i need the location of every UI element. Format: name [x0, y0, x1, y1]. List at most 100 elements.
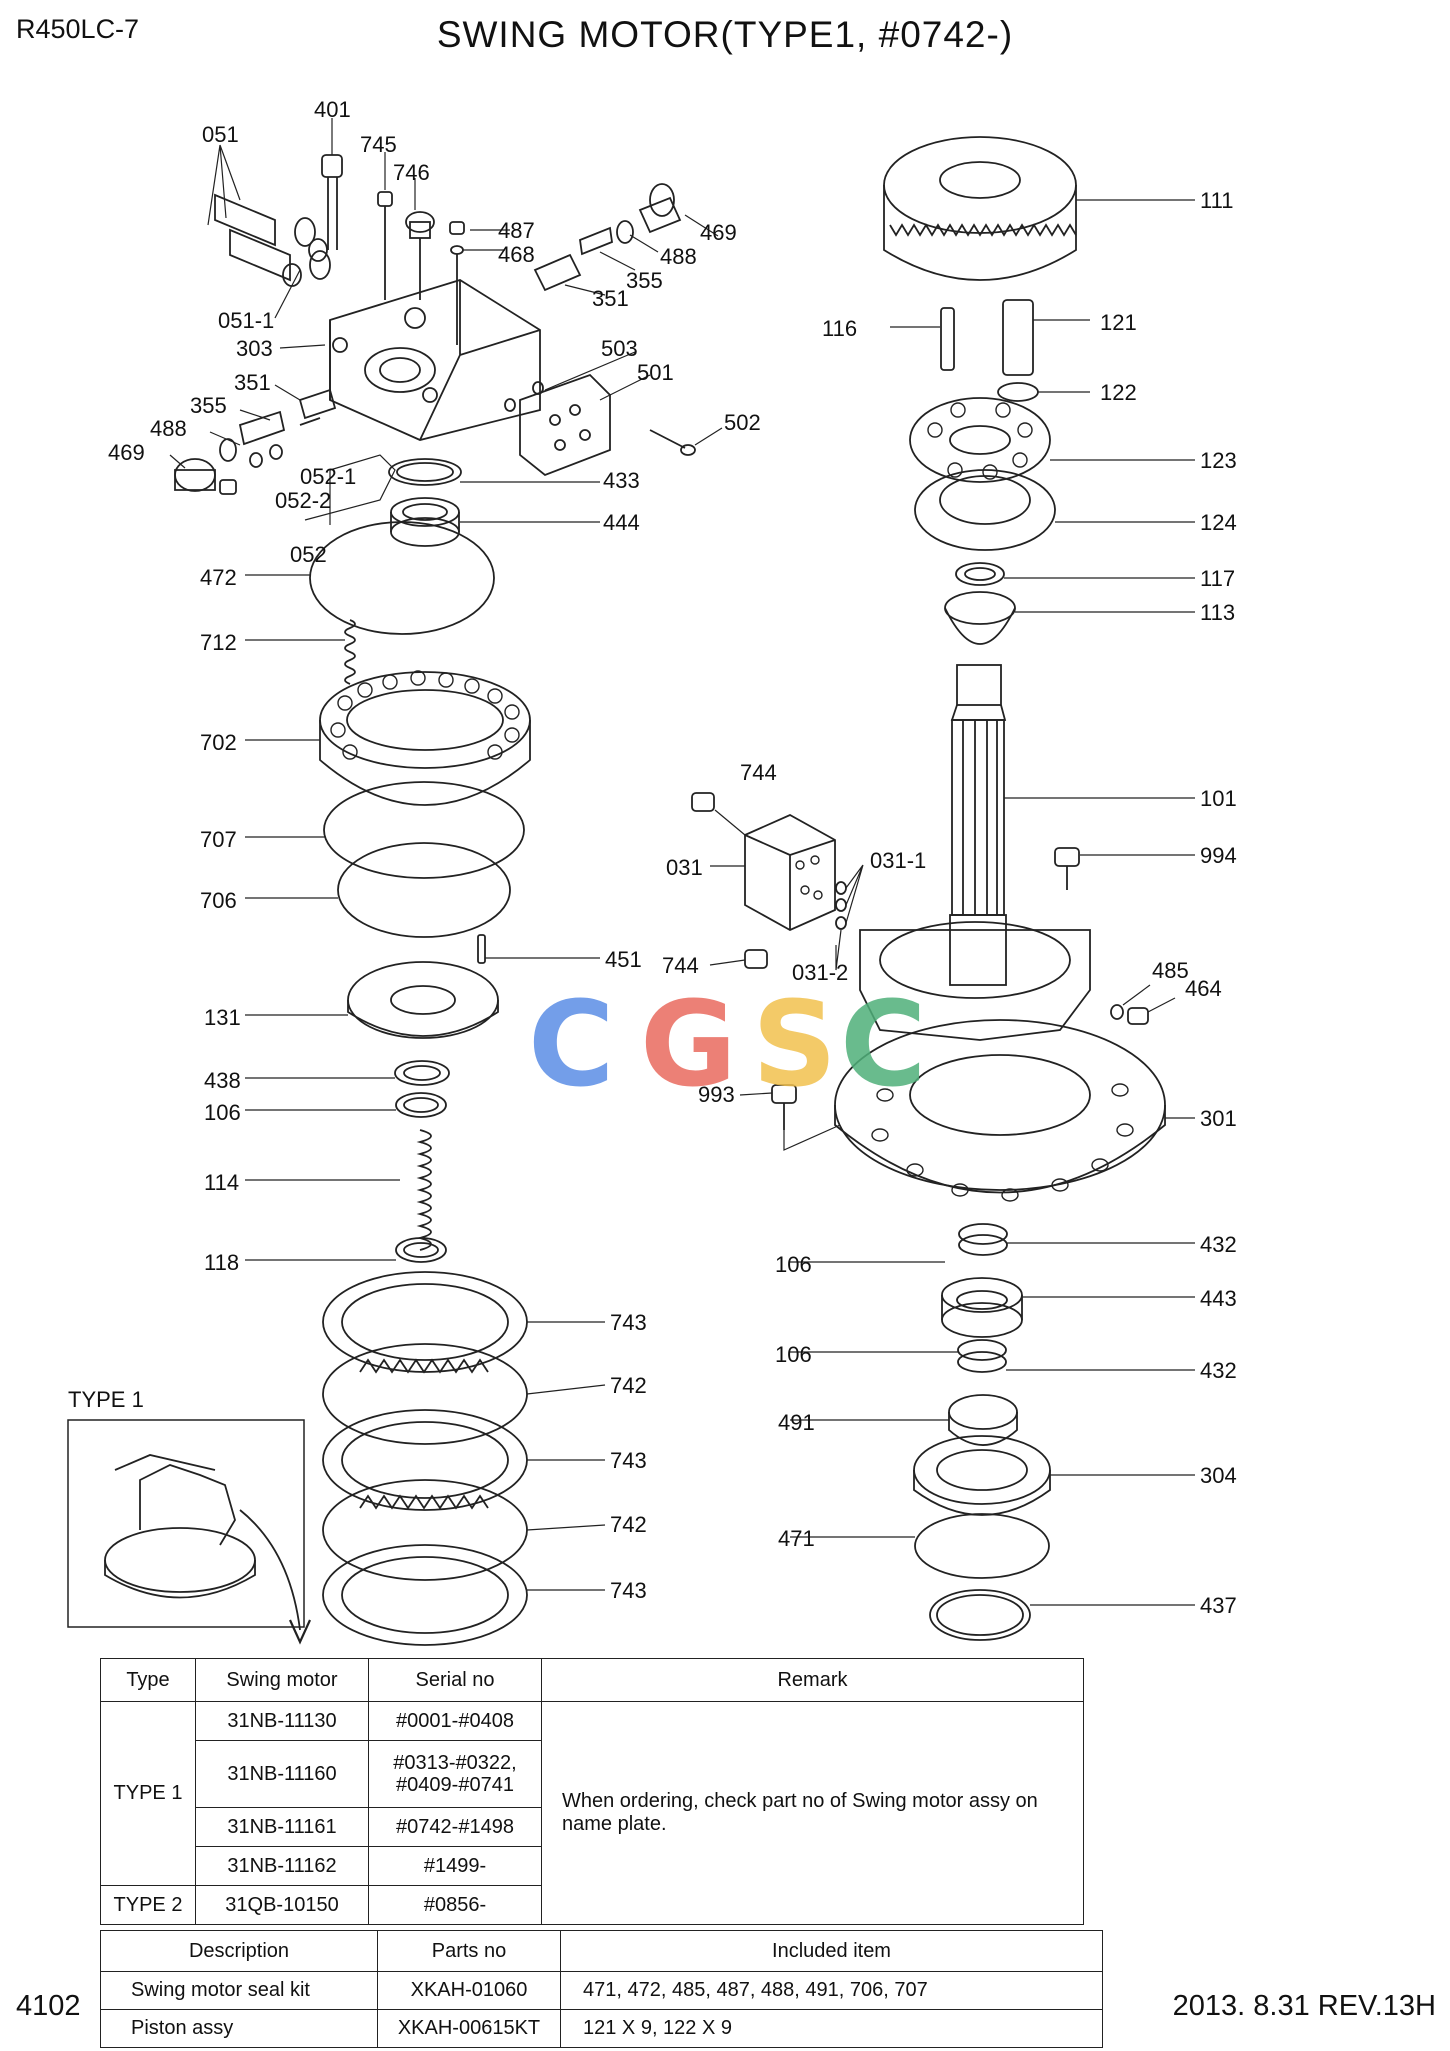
watermark-letter-1: C — [528, 975, 615, 1113]
callout-743b: 743 — [610, 1448, 647, 1473]
cgsc-watermark: C G S C — [528, 975, 927, 1113]
swing-motor-type-table: Type Swing motor Serial no Remark TYPE 1… — [100, 1658, 1084, 1925]
callout-994: 994 — [1200, 843, 1237, 868]
cell-type1: TYPE 1 — [100, 1701, 196, 1886]
callout-745: 745 — [360, 132, 397, 157]
seal-kit-table: Description Parts no Included item Swing… — [100, 1930, 1103, 2048]
th-included-item: Included item — [560, 1930, 1103, 1972]
cell-motor: 31NB-11162 — [195, 1846, 369, 1886]
th-description: Description — [100, 1930, 378, 1972]
callout-351b: 351 — [234, 370, 271, 395]
callout-401: 401 — [314, 97, 351, 122]
callout-433: 433 — [603, 468, 640, 493]
callout-464: 464 — [1185, 976, 1222, 1001]
right-component-stack — [691, 136, 1166, 1641]
callout-116: 116 — [822, 316, 857, 341]
callout-111: 111 — [1200, 188, 1233, 213]
callout-443: 443 — [1200, 1286, 1237, 1311]
callout-052: 052 — [290, 542, 327, 567]
callout-451: 451 — [605, 947, 642, 972]
callout-124: 124 — [1200, 510, 1237, 535]
th-parts-no: Parts no — [377, 1930, 561, 1972]
type1-inset — [67, 1419, 312, 1645]
callout-742a: 742 — [610, 1373, 647, 1398]
callout-743c: 743 — [610, 1578, 647, 1603]
cell-serial: #0742-#1498 — [368, 1807, 542, 1847]
callout-502: 502 — [724, 410, 761, 435]
callout-113: 113 — [1200, 600, 1235, 625]
valve-block-assembly — [174, 154, 696, 495]
watermark-letter-2: G — [640, 975, 737, 1113]
model-label: R450LC-7 — [16, 14, 140, 44]
type1-inset-label: TYPE 1 — [68, 1387, 144, 1412]
callout-487: 487 — [498, 218, 535, 243]
callout-114: 114 — [204, 1170, 239, 1195]
callout-031-2: 031-2 — [792, 960, 848, 985]
callout-469b: 469 — [108, 440, 145, 465]
th-serial-no: Serial no — [368, 1658, 542, 1702]
callout-488b: 488 — [150, 416, 187, 441]
cell-included-item: 121 X 9, 122 X 9 — [560, 2009, 1103, 2048]
callout-355a: 355 — [626, 268, 663, 293]
callout-702: 702 — [200, 730, 237, 755]
callout-444: 444 — [603, 510, 640, 535]
cell-type2: TYPE 2 — [100, 1885, 196, 1925]
callout-712: 712 — [200, 630, 237, 655]
callout-707: 707 — [200, 827, 237, 852]
cell-parts-no: XKAH-01060 — [377, 1971, 561, 2010]
watermark-letter-3: S — [752, 975, 837, 1113]
cell-serial: #0856- — [368, 1885, 542, 1925]
callout-031: 031 — [666, 855, 703, 880]
callout-118: 118 — [204, 1250, 239, 1275]
th-type: Type — [100, 1658, 196, 1702]
callout-485: 485 — [1152, 958, 1189, 983]
callout-031-1: 031-1 — [870, 848, 926, 873]
callout-106a: 106 — [204, 1100, 241, 1125]
callout-122: 122 — [1100, 380, 1137, 405]
cell-parts-no: XKAH-00615KT — [377, 2009, 561, 2048]
callout-743a: 743 — [610, 1310, 647, 1335]
callout-742b: 742 — [610, 1512, 647, 1537]
callout-993: 993 — [698, 1082, 735, 1107]
callout-438: 438 — [204, 1068, 241, 1093]
callout-052-2: 052-2 — [275, 488, 331, 513]
th-remark: Remark — [541, 1658, 1084, 1702]
callout-106c: 106 — [775, 1342, 812, 1367]
callout-304: 304 — [1200, 1463, 1237, 1488]
callout-301: 301 — [1200, 1106, 1237, 1131]
callout-121: 121 — [1100, 310, 1137, 335]
callout-123: 123 — [1200, 448, 1237, 473]
cell-description: Swing motor seal kit — [100, 1971, 378, 2010]
cell-motor: 31NB-11161 — [195, 1807, 369, 1847]
cell-motor: 31NB-11130 — [195, 1701, 369, 1741]
callout-491: 491 — [778, 1410, 815, 1435]
th-swing-motor: Swing motor — [195, 1658, 369, 1702]
revision-date: 2013. 8.31 REV.13H — [1172, 1990, 1436, 2022]
callout-106b: 106 — [775, 1252, 812, 1277]
callout-744a: 744 — [740, 760, 777, 785]
callout-503: 503 — [601, 336, 638, 361]
callout-706: 706 — [200, 888, 237, 913]
callout-351a: 351 — [592, 286, 629, 311]
callout-488a: 488 — [660, 244, 697, 269]
cell-serial: #0001-#0408 — [368, 1701, 542, 1741]
callout-355b: 355 — [190, 393, 227, 418]
callout-744b: 744 — [662, 953, 699, 978]
left-component-stack — [309, 458, 531, 1646]
callout-117: 117 — [1200, 566, 1235, 591]
callout-labels: 401 051 745 746 487 468 469 488 355 351 … — [108, 97, 1237, 1618]
callout-501: 501 — [637, 360, 674, 385]
cell-motor: 31QB-10150 — [195, 1885, 369, 1925]
callout-131: 131 — [204, 1005, 241, 1030]
callout-437: 437 — [1200, 1593, 1237, 1618]
callout-052-1: 052-1 — [300, 464, 356, 489]
cell-description: Piston assy — [100, 2009, 378, 2048]
callout-471: 471 — [778, 1526, 815, 1551]
cell-included-item: 471, 472, 485, 487, 488, 491, 706, 707 — [560, 1971, 1103, 2010]
cell-motor: 31NB-11160 — [195, 1740, 369, 1808]
callout-746: 746 — [393, 160, 430, 185]
leader-lines — [169, 118, 1195, 1606]
page-title: SWING MOTOR(TYPE1, #0742-) — [436, 14, 1014, 55]
callout-432b: 432 — [1200, 1358, 1237, 1383]
